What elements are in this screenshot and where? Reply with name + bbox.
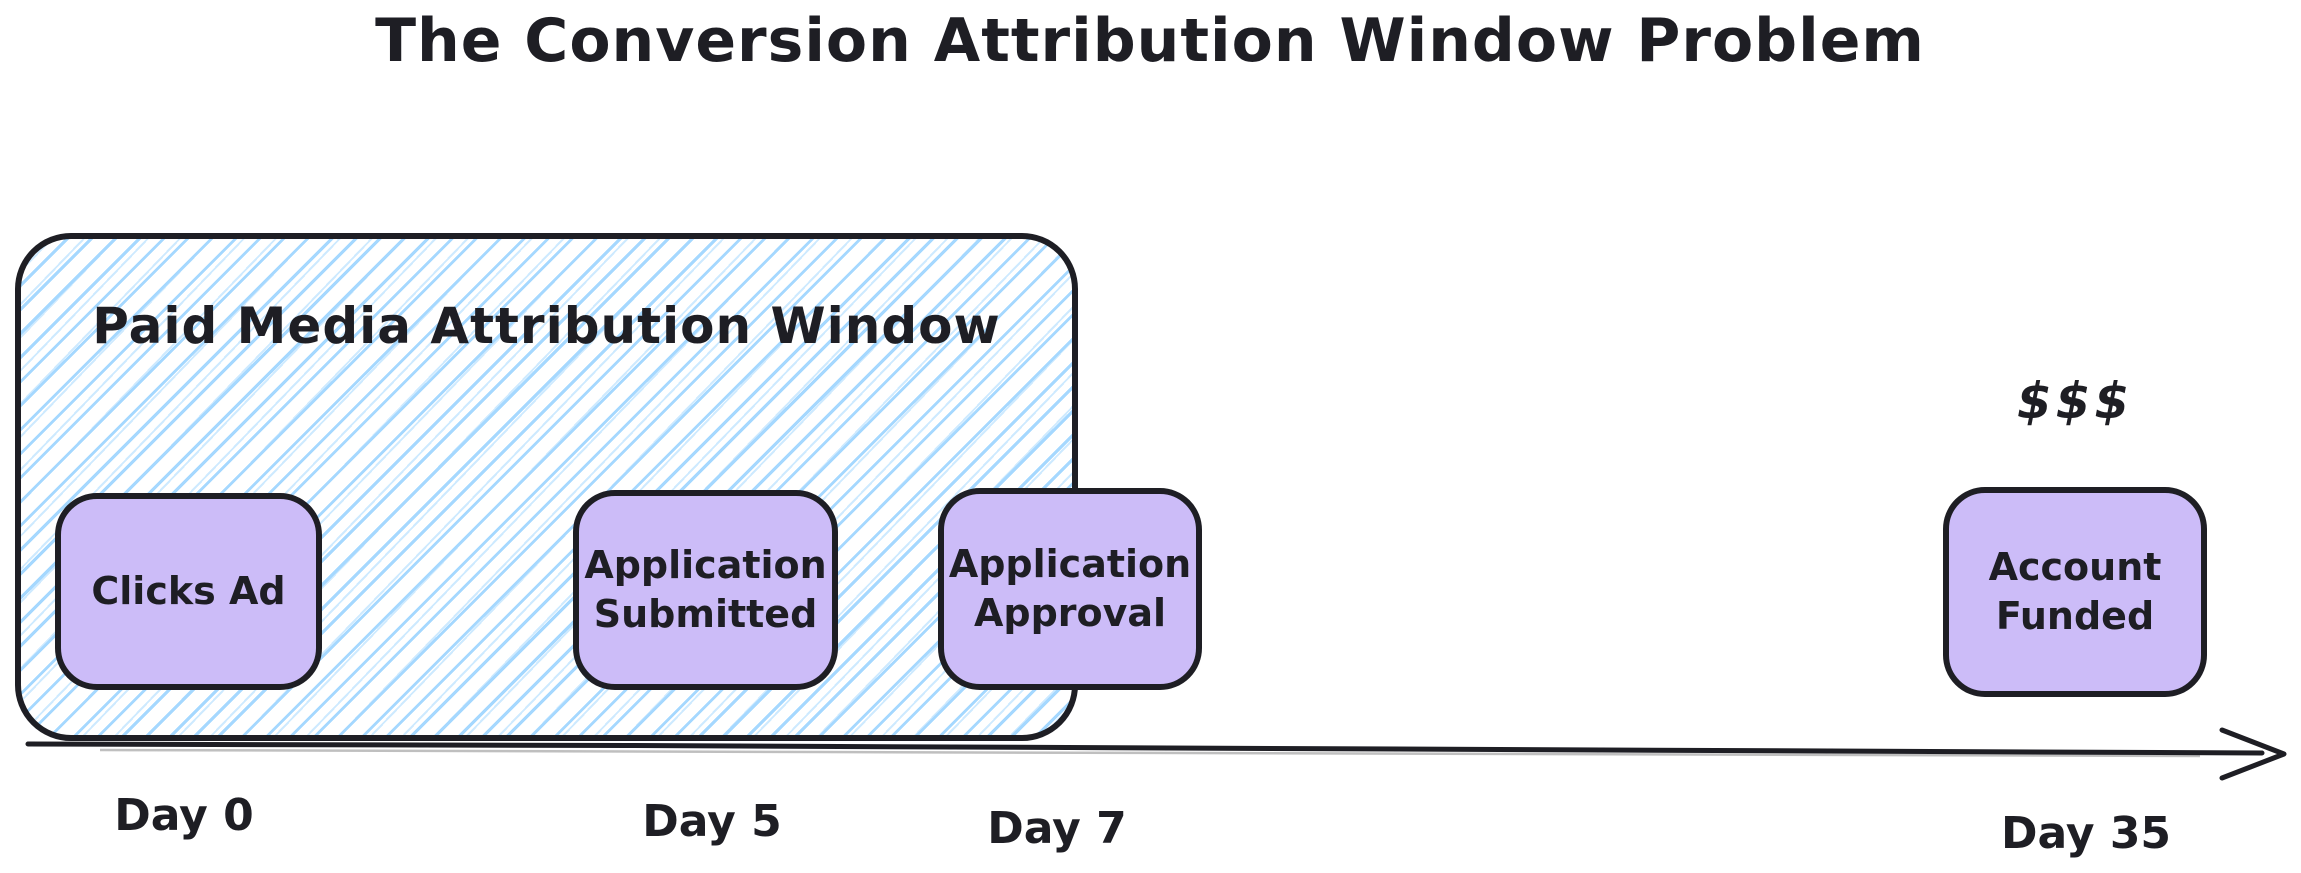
timeline-arrowhead [2219, 727, 2287, 781]
event-label-application-submitted: Application Submitted [584, 542, 827, 636]
money-annotation: $$$ [2016, 372, 2134, 430]
timeline-main-line [25, 741, 2265, 756]
event-box-application-submitted: Application Submitted [573, 490, 838, 690]
event-label-clicks-ad: Clicks Ad [91, 568, 286, 613]
event-box-application-approval: Application Approval [938, 488, 1202, 690]
diagram-title: The Conversion Attribution Window Proble… [375, 6, 1925, 76]
event-label-account-funded: Account Funded [1988, 544, 2162, 638]
day-label-5: Day 5 [642, 796, 782, 847]
attribution-window-label: Paid Media Attribution Window [92, 297, 1001, 355]
day-label-0: Day 0 [114, 790, 254, 841]
timeline-understroke-line [99, 748, 2201, 758]
day-label-35: Day 35 [2000, 808, 2172, 859]
event-label-application-approval: Application Approval [948, 541, 1192, 635]
day-label-7: Day 7 [987, 803, 1127, 854]
timeline-arrow [25, 727, 2287, 781]
event-box-clicks-ad: Clicks Ad [55, 493, 322, 690]
event-box-account-funded: Account Funded [1943, 487, 2207, 697]
